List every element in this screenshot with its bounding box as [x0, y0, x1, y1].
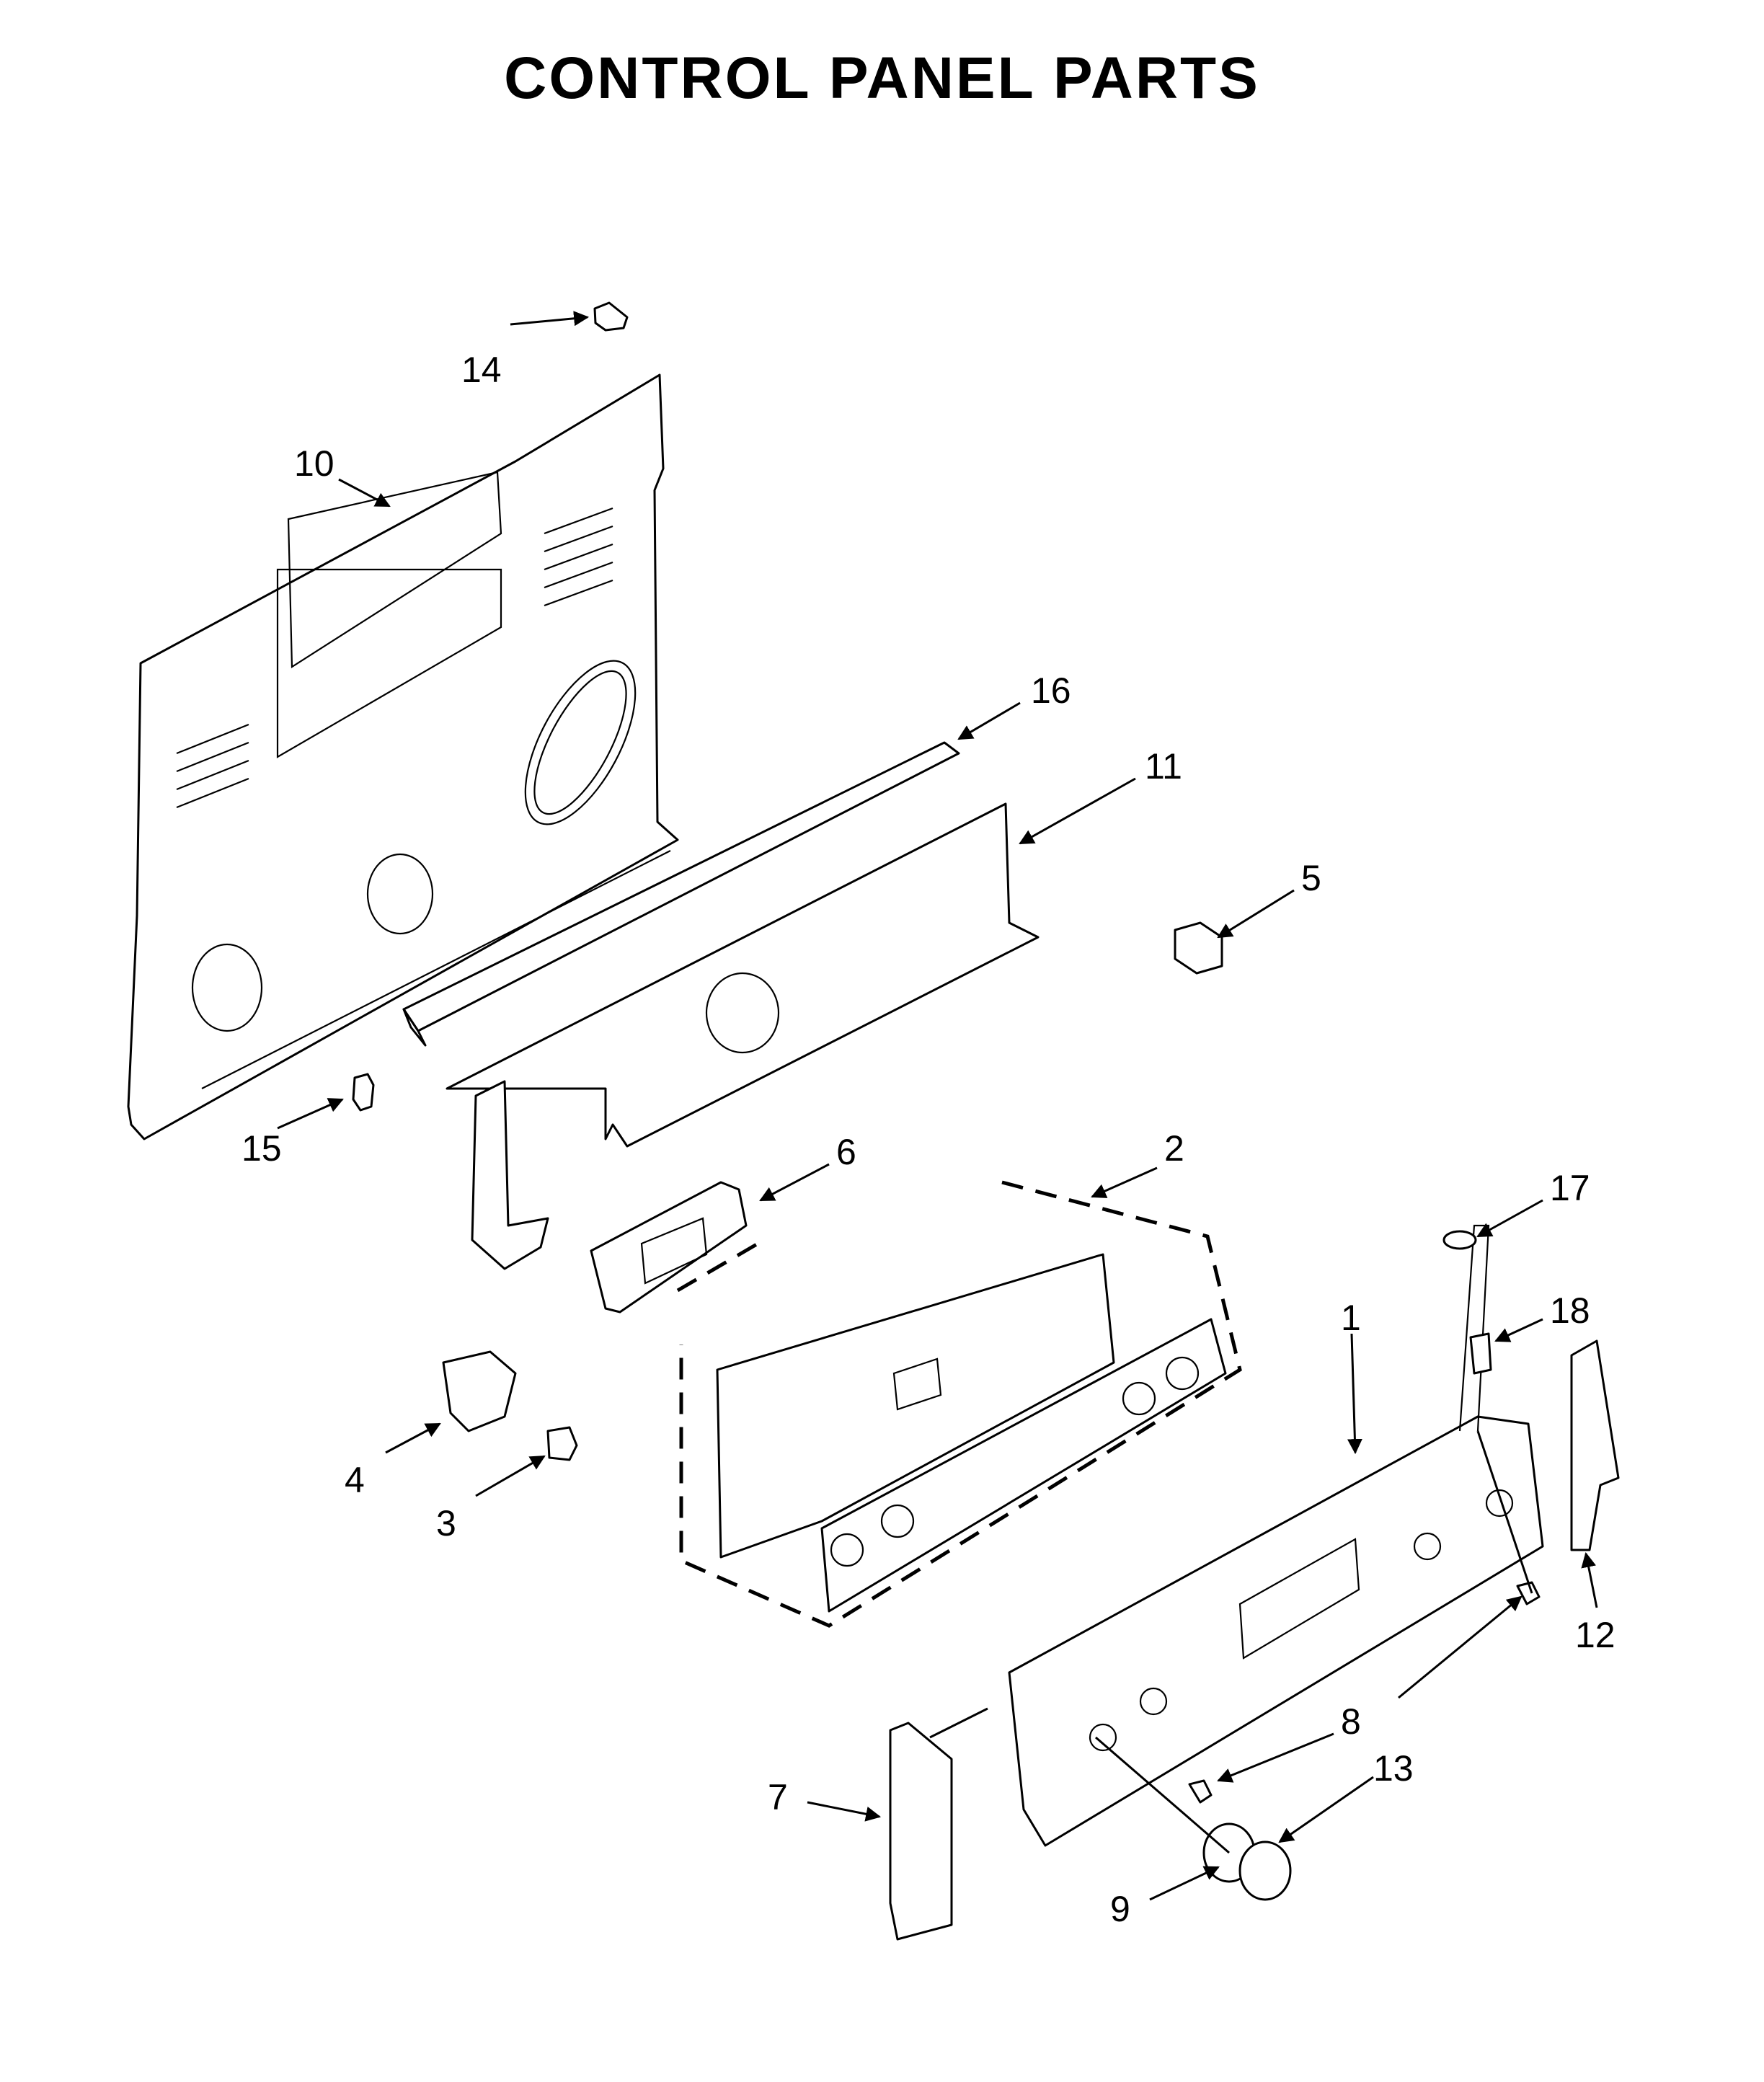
callout-15: 15: [241, 1128, 282, 1169]
callout-5: 5: [1301, 858, 1321, 898]
part-18-lamp: [1469, 1332, 1492, 1375]
page-title: CONTROL PANEL PARTS: [504, 45, 1260, 111]
part-15-screw: [352, 1073, 375, 1112]
part-4-switch: [442, 1350, 578, 1461]
part-2-assembly: [676, 1180, 1242, 1628]
callout-17: 17: [1550, 1168, 1590, 1208]
part-12-end-cap: [1570, 1339, 1620, 1551]
callout-6: 6: [836, 1132, 856, 1172]
leader-lines: [277, 311, 1598, 1901]
part-5-relay: [1174, 921, 1223, 975]
callout-12: 12: [1575, 1615, 1615, 1655]
callout-3: 3: [436, 1503, 456, 1543]
callout-labels: 14 10 16 11 5 15 6 2 17 1 18 4 3 12 8 13…: [241, 350, 1615, 1929]
callout-13: 13: [1373, 1748, 1414, 1789]
part-9-13-knob: [1202, 1822, 1292, 1901]
callout-7: 7: [768, 1777, 788, 1817]
part-16-rail: [402, 741, 960, 1047]
part-1-console: [1008, 1224, 1544, 1847]
part-17-light-socket: [1442, 1230, 1477, 1250]
part-7-end-cap: [889, 1707, 988, 1941]
part-14-screw: [593, 301, 629, 332]
part-8-screw: [1188, 1581, 1541, 1804]
part-6-control-board: [590, 1181, 748, 1314]
callout-18: 18: [1550, 1290, 1590, 1331]
callout-9: 9: [1110, 1889, 1130, 1929]
callout-16: 16: [1031, 670, 1071, 711]
callout-1: 1: [1341, 1298, 1361, 1338]
callout-8-upper: 8: [1341, 1701, 1361, 1742]
part-10-rear-panel: [127, 373, 679, 1140]
callout-2: 2: [1164, 1128, 1184, 1169]
callout-4: 4: [345, 1460, 365, 1500]
part-11-bracket: [446, 802, 1040, 1270]
callout-14: 14: [461, 350, 502, 390]
callout-11: 11: [1145, 746, 1182, 787]
callout-10: 10: [294, 443, 334, 484]
